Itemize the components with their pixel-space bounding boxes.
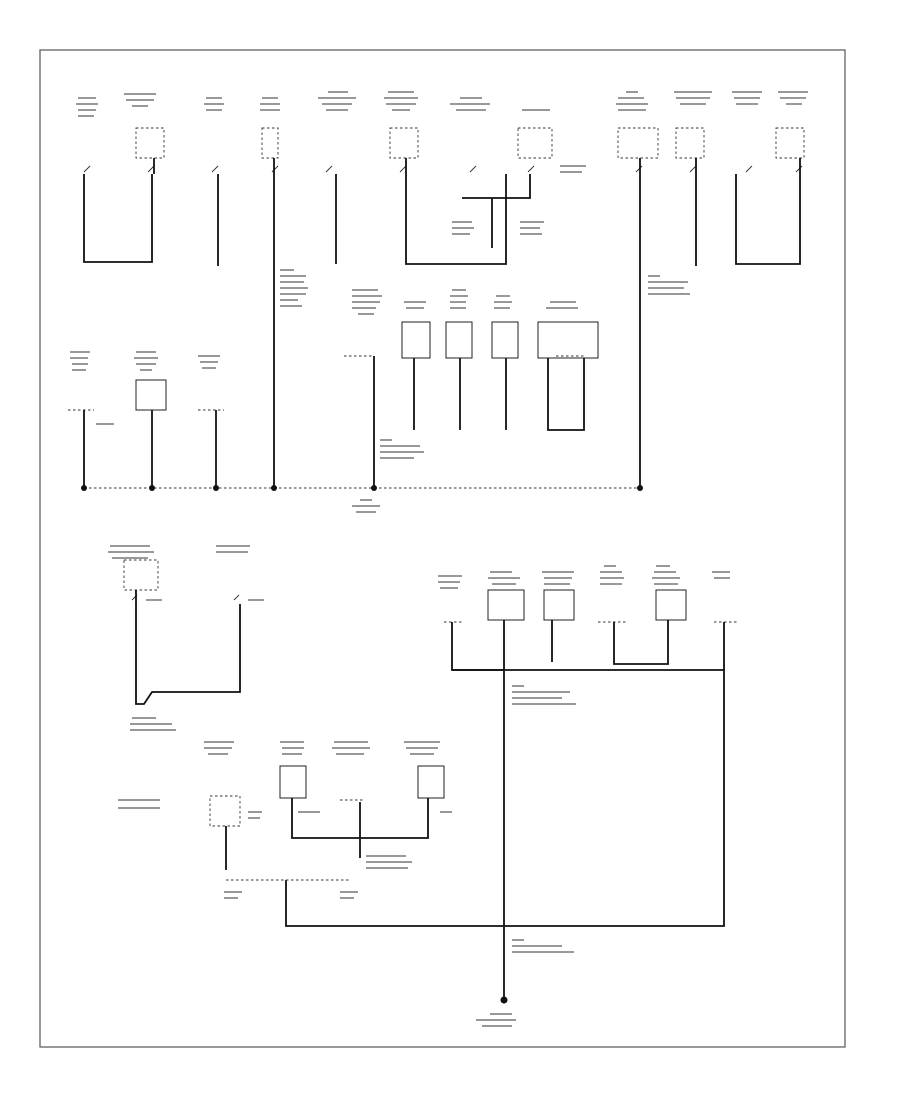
component-box (417, 765, 445, 799)
top-components (76, 91, 808, 173)
lower-right-components (438, 565, 738, 623)
diagram-frame (39, 49, 846, 1048)
component-box (135, 379, 167, 411)
component-box (445, 321, 473, 359)
wire (135, 590, 241, 705)
connector-box (617, 127, 659, 159)
bottom-components (118, 741, 445, 827)
connector-box (675, 127, 705, 159)
lower-right-wires (285, 620, 725, 1000)
component-box (401, 321, 431, 359)
component-box (491, 321, 519, 359)
connector-box (517, 127, 553, 159)
connector-box (123, 559, 159, 591)
lower-left-components (108, 545, 264, 731)
connector-box (261, 127, 279, 159)
top-wires (83, 158, 801, 488)
connector-box (209, 795, 241, 827)
connector-box (135, 127, 165, 159)
component-box (537, 321, 599, 359)
component-box (655, 589, 687, 621)
component-box (543, 589, 575, 621)
middle-components (68, 289, 599, 411)
connector-box (389, 127, 419, 159)
connector-box (775, 127, 805, 159)
bottom-wires (225, 798, 429, 870)
component-box (279, 765, 307, 799)
component-box (487, 589, 525, 621)
middle-wires (83, 356, 585, 488)
ground-point (500, 996, 508, 1004)
splice-points (81, 485, 643, 491)
